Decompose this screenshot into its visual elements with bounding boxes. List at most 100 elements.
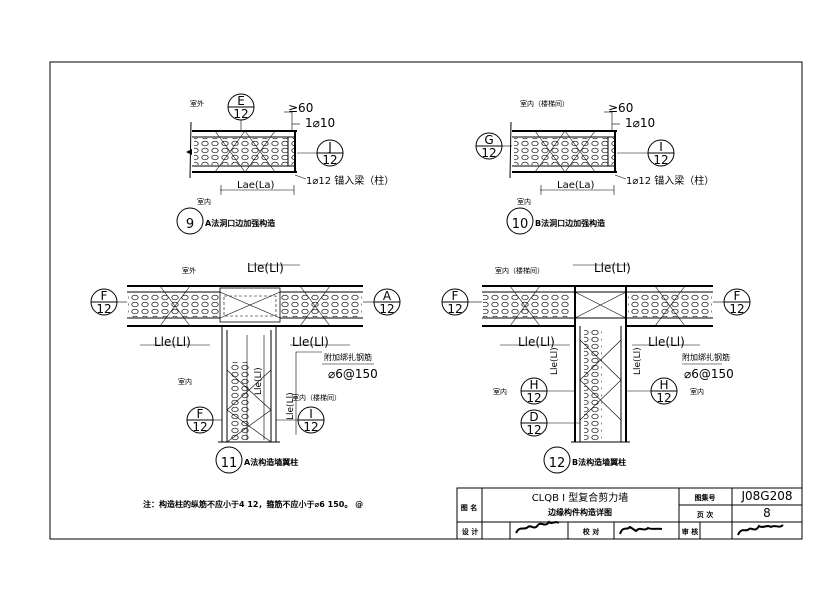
svg-text:12: 12	[447, 302, 462, 316]
lap-length-right: Lle(Ll)	[292, 335, 329, 349]
svg-text:12: 12	[96, 302, 111, 316]
rebar-bottom-label: 1⌀12 锚入梁（柱）	[626, 174, 714, 187]
sheet-frame	[49, 61, 803, 540]
detail-number: 9	[186, 217, 194, 232]
stirrup-spacing: ⌀6@150	[328, 367, 378, 381]
svg-text:F: F	[734, 289, 741, 303]
label-page: 页 次	[697, 510, 713, 519]
detail-number: 11	[221, 456, 238, 471]
svg-text:G: G	[484, 133, 493, 147]
bubble-i-12: I 12	[617, 139, 675, 167]
detail-number: 12	[549, 456, 566, 471]
bubble-i-12: I 12	[276, 406, 325, 434]
label-outdoor: 室外	[182, 266, 196, 275]
bubble-a-12: A 12	[363, 288, 401, 316]
svg-text:I: I	[309, 407, 313, 421]
svg-text:E: E	[237, 94, 245, 108]
bubble-e-12: E 12	[227, 93, 255, 130]
detail-title: B法洞口边加强构造	[535, 218, 605, 228]
svg-text:12: 12	[526, 423, 541, 437]
bubble-f-12-left: F 12	[90, 288, 127, 316]
bubble-f-12-left: F 12	[441, 288, 482, 316]
svg-text:12: 12	[233, 107, 248, 121]
lap-length-top: Lle(Ll)	[247, 261, 284, 275]
svg-text:12: 12	[303, 420, 318, 434]
detail-title: B法构造墙翼柱	[572, 457, 626, 467]
lap-length-top: Lle(Ll)	[594, 261, 631, 275]
label-outdoor: 室外	[190, 99, 204, 108]
label-indoor: 室内	[178, 377, 192, 386]
svg-text:12: 12	[526, 391, 541, 405]
label-indoor-stair: 室内（楼梯间）	[292, 393, 341, 402]
extra-rebar-label: 附加绑扎钢筋	[324, 352, 372, 362]
title-block: 图 名 CLQB I 型复合剪力墙 边缘构件构造详图 图集号 J08G208 页…	[456, 487, 803, 540]
anchor-length: Lae(La)	[557, 180, 594, 191]
detail-title: A法构造墙翼柱	[244, 457, 298, 467]
dim-60: ≥60	[608, 101, 633, 115]
label-indoor-right: 室内	[690, 387, 704, 396]
svg-text:J: J	[327, 140, 332, 154]
rebar-bottom-label: 1⌀12 锚入梁（柱）	[306, 174, 394, 187]
bubble-h-12-right: H 12	[626, 377, 678, 405]
bubble-j-12: J 12	[297, 139, 344, 167]
svg-text:12: 12	[653, 153, 668, 167]
svg-text:F: F	[452, 289, 459, 303]
detail-11: 室外 Lle(Ll) Lle(Ll) Lle(Ll) 附加绑扎钢筋 ⌀6@150…	[90, 261, 401, 474]
lap-length-vertical-2: Lle(Ll)	[286, 392, 296, 420]
detail-title: A法洞口边加强构造	[205, 218, 275, 228]
detail-9-title: 9 A法洞口边加强构造	[176, 207, 275, 235]
svg-text:12: 12	[379, 302, 394, 316]
atlas-number: J08G208	[740, 489, 792, 503]
bubble-g-12: G 12	[475, 132, 512, 160]
label-design: 设 计	[462, 527, 478, 536]
label-drawing-name: 图 名	[461, 503, 477, 512]
lap-length-vertical-1: Lle(Ll)	[550, 347, 560, 375]
lap-length-vertical-1: Lle(Ll)	[254, 367, 264, 395]
lap-length-right: Lle(Ll)	[648, 335, 685, 349]
svg-text:12: 12	[481, 146, 496, 160]
rebar-top-label: 1⌀10	[625, 116, 655, 130]
svg-text:I: I	[659, 140, 663, 154]
lap-length-left: Lle(Ll)	[518, 335, 555, 349]
svg-text:A: A	[383, 289, 392, 303]
insulation-core-left	[483, 293, 571, 317]
detail-11-title: 11 A法构造墙翼柱	[215, 446, 298, 474]
bubble-f-12-right: F 12	[713, 288, 751, 316]
stirrup-spacing: ⌀6@150	[684, 367, 734, 381]
svg-text:12: 12	[656, 391, 671, 405]
rebar-top-label: 1⌀10	[305, 116, 335, 130]
svg-text:D: D	[529, 410, 538, 424]
detail-12: 室内（楼梯间） Lle(Ll) Lle(Ll) Lle(Ll) 附加绑扎钢筋 ⌀…	[441, 261, 751, 474]
reviewer-signature	[737, 524, 784, 536]
detail-9: 室外 室内 ≥60 1⌀10 1⌀12 锚入梁（柱） Lae(La) E 12 …	[176, 93, 394, 235]
extra-rebar-label: 附加绑扎钢筋	[682, 352, 730, 362]
detail-number: 10	[512, 217, 529, 232]
svg-text:12: 12	[322, 153, 337, 167]
detail-10: 室内（楼梯间） 室内 ≥60 1⌀10 1⌀12 锚入梁（柱） Lae(La) …	[475, 99, 714, 235]
svg-text:12: 12	[729, 302, 744, 316]
checker-signature	[619, 525, 663, 535]
svg-text:F: F	[197, 407, 204, 421]
svg-text:H: H	[659, 378, 668, 392]
label-indoor: 室内	[517, 197, 531, 206]
drawing-name-line2: 边缘构件构造详图	[547, 507, 612, 517]
label-indoor: 室内	[197, 197, 211, 206]
svg-text:H: H	[529, 378, 538, 392]
bubble-d-12: D 12	[520, 409, 580, 437]
lap-length-vertical-2: Lle(Ll)	[633, 347, 643, 375]
label-indoor-stair: 室内（楼梯间）	[520, 99, 569, 108]
drawing-name-line1: CLQB I 型复合剪力墙	[532, 491, 629, 504]
column-insulation	[584, 330, 602, 442]
insulation-core-right	[628, 293, 712, 317]
designer-signature	[515, 520, 560, 534]
label-indoor-stair: 室内（楼梯间）	[495, 266, 544, 275]
insulation-core	[194, 138, 294, 165]
label-atlas-no: 图集号	[695, 493, 716, 502]
construction-note: 注：构造柱的纵筋不应小于4 12，箍筋不应小于⌀6 150。 @	[143, 499, 363, 509]
anchor-length: Lae(La)	[237, 180, 274, 191]
lap-length-left: Lle(Ll)	[154, 335, 191, 349]
bubble-f-12-lower: F 12	[186, 406, 222, 434]
page-number: 8	[763, 506, 771, 520]
column-insulation	[230, 362, 250, 442]
